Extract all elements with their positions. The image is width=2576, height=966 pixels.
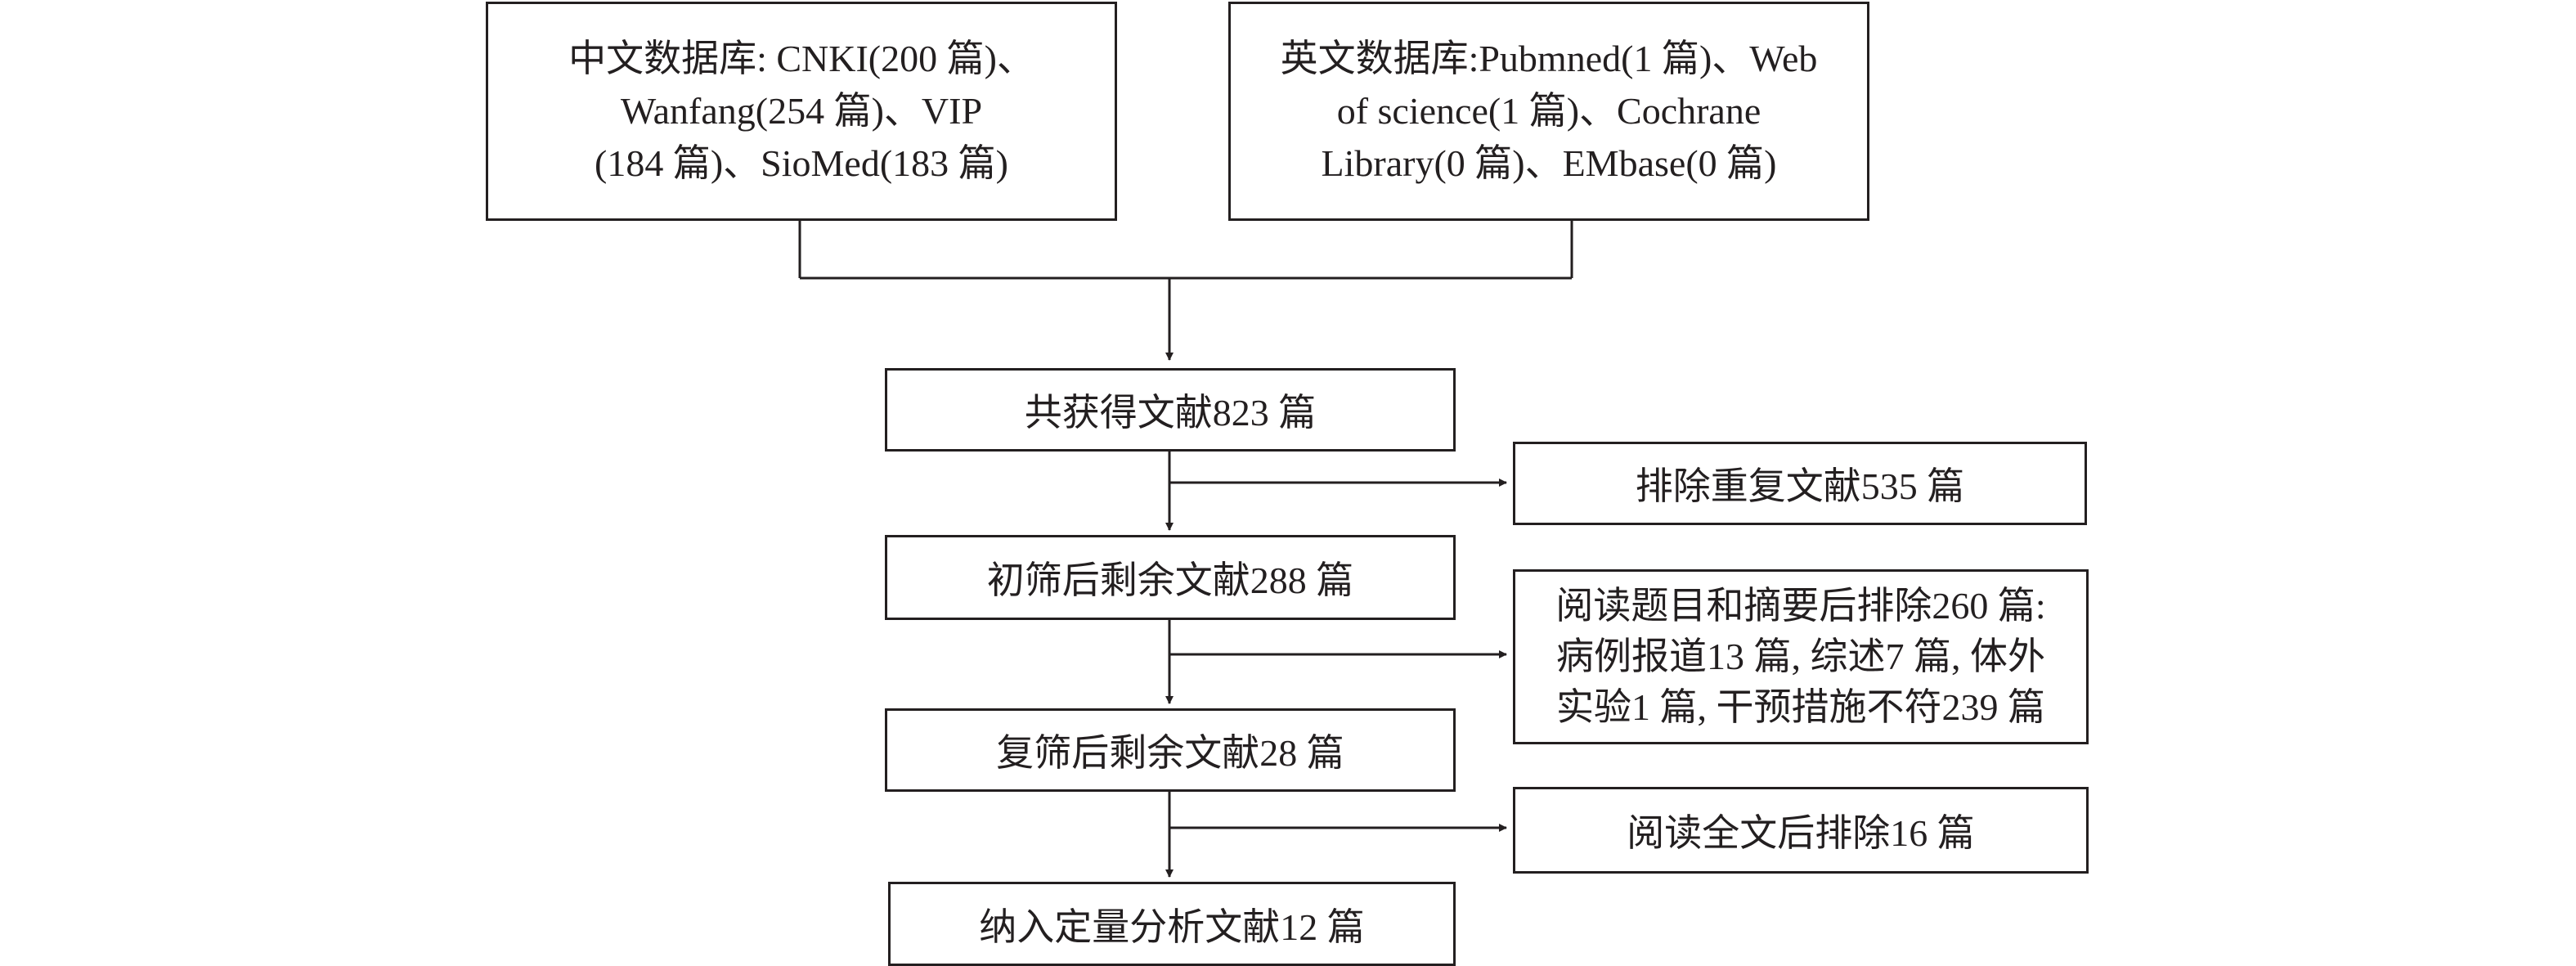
english-db-line-3: Library(0 篇)、EMbase(0 篇) (1321, 142, 1777, 184)
exclude-abstract-box: 阅读题目和摘要后排除260 篇: 病例报道13 篇, 综述7 篇, 体外 实验1… (1513, 569, 2089, 744)
exclude-duplicates-text: 排除重复文献535 篇 (1635, 465, 1965, 507)
after-first-screening-text: 初筛后剩余文献288 篇 (986, 559, 1354, 601)
after-second-screening-text: 复筛后剩余文献28 篇 (996, 732, 1344, 774)
chinese-database-box: 中文数据库: CNKI(200 篇)、 Wanfang(254 篇)、VIP (… (486, 2, 1117, 221)
exclude-abstract-line-3: 实验1 篇, 干预措施不符239 篇 (1556, 686, 2045, 728)
chinese-db-line-1: 中文数据库: CNKI(200 篇)、 (568, 38, 1034, 79)
included-studies-text: 纳入定量分析文献12 篇 (979, 905, 1365, 948)
total-records-text: 共获得文献823 篇 (1024, 392, 1317, 434)
after-second-screening-box: 复筛后剩余文献28 篇 (885, 708, 1456, 792)
exclude-abstract-line-1: 阅读题目和摘要后排除260 篇: (1555, 585, 2046, 627)
exclude-abstract-line-2: 病例报道13 篇, 综述7 篇, 体外 (1556, 636, 2045, 677)
exclude-duplicates-box: 排除重复文献535 篇 (1513, 442, 2087, 525)
english-database-box: 英文数据库:Pubmned(1 篇)、Web of science(1 篇)、C… (1228, 2, 1869, 221)
exclude-fulltext-box: 阅读全文后排除16 篇 (1513, 787, 2089, 874)
english-db-line-1: 英文数据库:Pubmned(1 篇)、Web (1280, 38, 1818, 79)
total-records-box: 共获得文献823 篇 (885, 368, 1456, 452)
exclude-fulltext-text: 阅读全文后排除16 篇 (1627, 812, 1975, 854)
chinese-db-line-2: Wanfang(254 篇)、VIP (620, 90, 983, 132)
after-first-screening-box: 初筛后剩余文献288 篇 (885, 535, 1456, 620)
chinese-db-line-3: (184 篇)、SioMed(183 篇) (595, 142, 1008, 184)
included-studies-box: 纳入定量分析文献12 篇 (888, 882, 1456, 966)
english-db-line-2: of science(1 篇)、Cochrane (1336, 90, 1761, 132)
